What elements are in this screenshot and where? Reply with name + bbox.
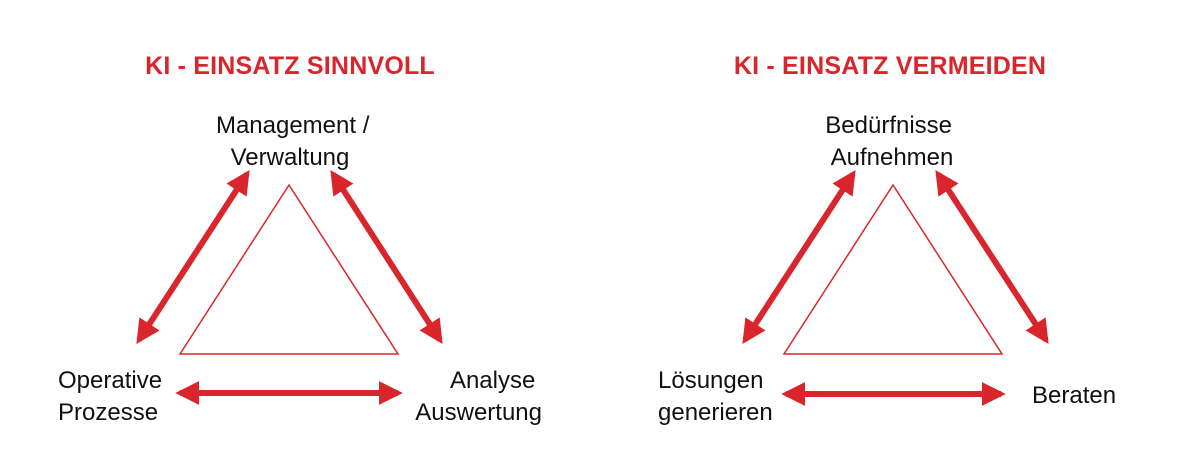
node-label-left: Operative Prozesse [58,367,169,426]
node-label-top: Management / Verwaltung [216,112,376,171]
arrow-top-right [935,169,1049,345]
triangle-diagram-sinnvoll: Management / Verwaltung Operative Prozes… [58,112,542,426]
center-triangle [178,183,400,355]
panel-ki-sinnvoll: KI - EINSATZ SINNVOLL Management / Verwa… [58,52,542,426]
node-label-left: Lösungen generieren [658,367,773,426]
arrow-top-left [742,169,856,345]
node-label-right: Analyse Auswertung [415,367,542,426]
node-label-right: Beraten [1032,382,1116,409]
heading-ki-vermeiden: KI - EINSATZ VERMEIDEN [733,52,1047,80]
triangle-diagram-vermeiden: Bedürfnisse Aufnehmen Lösungen generiere… [658,112,1116,426]
arrow-top-right [330,169,443,345]
panel-ki-vermeiden: KI - EINSATZ VERMEIDEN Bedürfnisse Aufne… [600,0,1200,476]
arrow-top-left [136,169,250,345]
heading-ki-sinnvoll: KI - EINSATZ SINNVOLL [145,52,435,80]
center-triangle [782,183,1004,355]
node-label-top: Bedürfnisse Aufnehmen [825,112,958,171]
